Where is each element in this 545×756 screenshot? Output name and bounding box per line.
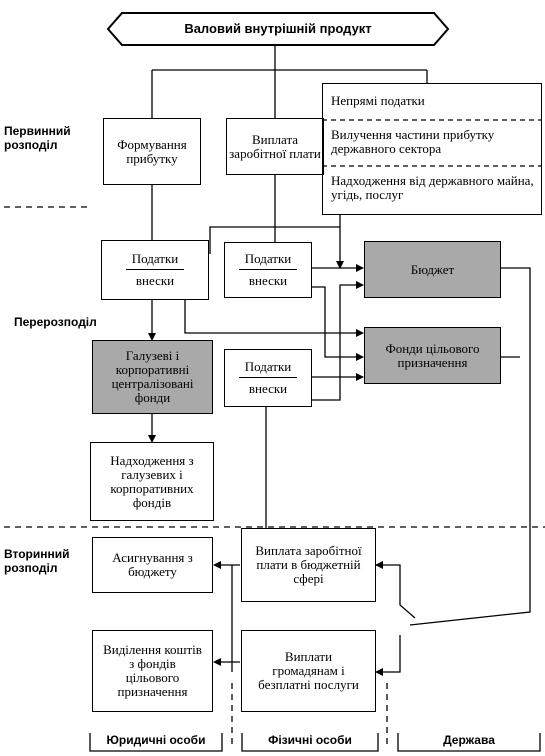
profit-formation-box: Формування прибутку [103, 118, 201, 185]
taxes-2-bottom: внески [248, 273, 288, 288]
state-property-income-text: Надходження від державного майна, угідь,… [331, 173, 534, 202]
column-physical: Фізичні особи [268, 733, 352, 747]
stage-secondary: Вторинний розподіл [4, 547, 70, 575]
taxes-1-bottom: внески [135, 273, 175, 288]
taxes-box-3: Податки внески [224, 349, 312, 407]
taxes-3-top: Податки [238, 360, 298, 378]
taxes-2-top: Податки [238, 252, 298, 270]
page-title: Валовий внутрішній продукт [184, 21, 372, 36]
profit-withdrawal-text: Вилучення частини прибутку державного се… [331, 127, 495, 156]
wage-payment-box: Виплата заробітної плати [226, 118, 324, 175]
budget-box: Бюджет [364, 241, 501, 298]
taxes-3-bottom: внески [248, 381, 288, 396]
taxes-box-1: Податки внески [101, 240, 209, 300]
income-from-funds-box: Надходження з галузевих і корпоративних … [90, 442, 214, 521]
title-banner [106, 12, 450, 46]
citizen-payments-box: Виплати громадянам і безплатні послуги [241, 630, 376, 712]
taxes-1-top: Податки [125, 252, 185, 270]
fund-allocation-box: Виділення коштів з фондів цільового приз… [92, 630, 213, 712]
indirect-taxes-text: Непрямі податки [331, 93, 425, 108]
stage-primary: Первинний розподіл [4, 124, 71, 152]
stage-redistribution: Перерозподіл [14, 315, 97, 329]
sector-funds-box: Галузеві і корпоративні централізовані ф… [92, 340, 213, 414]
target-funds-box: Фонди цільового призначення [364, 327, 501, 384]
state-income-box: Непрямі податки Вилучення частини прибут… [322, 83, 542, 215]
column-state: Держава [443, 733, 495, 747]
budget-allocations-box: Асигнування з бюджету [92, 537, 213, 593]
taxes-box-2: Податки внески [224, 242, 312, 298]
column-legal: Юридичні особи [106, 733, 206, 747]
public-wages-box: Виплата заробітної плати в бюджетній сфе… [241, 528, 376, 602]
